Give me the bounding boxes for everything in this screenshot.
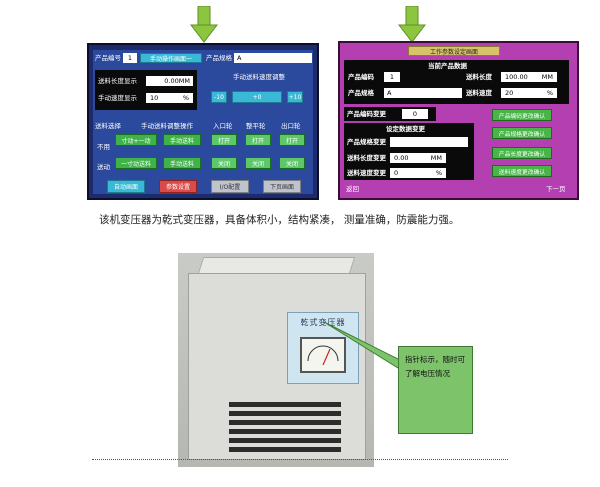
inlet-open-button[interactable]: 打开 xyxy=(211,134,237,146)
spec-label: 产品规格 xyxy=(206,54,232,62)
change-no-field[interactable]: 0 xyxy=(402,109,428,119)
feed-speed-label: 送料速度 xyxy=(466,89,492,97)
manual-speed-unit: % xyxy=(182,93,189,102)
product-no-label: 产品编码 xyxy=(348,73,374,81)
vent-slot xyxy=(229,438,341,443)
next-page-button[interactable]: 下页画面 xyxy=(263,180,301,193)
feed-select-label: 送料选择 xyxy=(95,122,121,130)
outlet-close-button[interactable]: 关闭 xyxy=(279,157,305,169)
needle-icon xyxy=(307,345,339,366)
label-plate: 乾式变压器 xyxy=(287,312,359,384)
confirm-no-button[interactable]: 产品编码更改确认 xyxy=(492,109,552,121)
next-link[interactable]: 下一页 xyxy=(546,185,566,193)
param-title-bar: 工作参数设定画面 xyxy=(408,46,500,56)
row-label-feed: 送动 xyxy=(97,163,110,171)
set-change-label: 设定数据变更 xyxy=(386,125,425,133)
back-link[interactable]: 返回 xyxy=(346,185,359,193)
current-data-label: 当前产品数据 xyxy=(428,62,467,70)
feed-speed-unit: % xyxy=(546,88,553,97)
vent-slot xyxy=(229,411,341,416)
outlet-open-button[interactable]: 打开 xyxy=(279,134,305,146)
feed-length-unit: MM xyxy=(541,72,553,81)
hmi-manual-screen: 产品编号 1 手动操作画面一 产品规格 A 送料长度显示 0.00MM 手动速度… xyxy=(87,43,319,200)
speed-plus-button[interactable]: +10 xyxy=(287,91,303,103)
product-no-label: 产品编号 xyxy=(95,54,121,62)
row-label-unused: 不用 xyxy=(97,143,110,151)
manual-feed-2-button[interactable]: 手动送料 xyxy=(163,157,201,169)
manual-feed-button[interactable]: 手动送料 xyxy=(163,134,201,146)
spec-change-field[interactable] xyxy=(390,137,468,147)
vent-slot xyxy=(229,420,341,425)
down-arrow-icon xyxy=(398,6,426,43)
jog-forward-button[interactable]: 寸动+一动 xyxy=(115,134,157,146)
auto-screen-button[interactable]: 自动画面 xyxy=(107,180,145,193)
transformer-cabinet: 乾式变压器 xyxy=(188,273,366,460)
vent-slot xyxy=(229,447,341,452)
product-no-field: 1 xyxy=(384,72,400,82)
inlet-close-button[interactable]: 关闭 xyxy=(211,157,237,169)
down-arrow-icon xyxy=(190,6,218,43)
flat-close-button[interactable]: 关闭 xyxy=(245,157,271,169)
inlet-wheel-label: 入口轮 xyxy=(213,122,233,130)
callout-line-1: 指针标示，随时可 xyxy=(405,355,465,364)
hmi-manual-panel: 产品编号 1 手动操作画面一 产品规格 A 送料长度显示 0.00MM 手动速度… xyxy=(93,50,313,194)
spec-label: 产品规格 xyxy=(348,89,374,97)
vent-slot xyxy=(229,402,341,407)
speed-change-unit: % xyxy=(435,168,442,177)
confirm-length-button[interactable]: 产品长度更改确认 xyxy=(492,147,552,159)
dotted-divider xyxy=(92,459,508,460)
jog-backward-button[interactable]: 一寸动送料 xyxy=(115,157,157,169)
length-change-label: 送料长度变更 xyxy=(347,154,386,162)
length-change-value: 0.00 xyxy=(394,153,409,162)
flat-wheel-label: 整平轮 xyxy=(246,122,266,130)
vent-slot xyxy=(229,429,341,434)
speed-minus-button[interactable]: -10 xyxy=(211,91,227,103)
length-change-field[interactable]: 0.00 MM xyxy=(390,153,446,163)
callout-pointer xyxy=(323,321,401,369)
feed-length-label: 送料长度显示 xyxy=(98,77,137,85)
feed-length-field: 0.00MM xyxy=(146,76,193,86)
outlet-wheel-label: 出口轮 xyxy=(281,122,301,130)
feed-length-field: 100.00 MM xyxy=(501,72,557,82)
callout-line-2: 了解电压情况 xyxy=(405,369,450,378)
feed-speed-field: 20 % xyxy=(501,88,557,98)
speed-change-value: 0 xyxy=(394,168,399,177)
change-no-label: 产品编码变更 xyxy=(347,110,386,118)
manual-screen-button[interactable]: 手动操作画面一 xyxy=(140,53,202,63)
manual-speed-value: 10 xyxy=(150,93,159,102)
callout-box: 指针标示，随时可 了解电压情况 xyxy=(398,346,473,434)
speed-mid-button[interactable]: +0 xyxy=(232,91,282,103)
speed-adjust-label: 手动送料速度调整 xyxy=(233,73,285,81)
length-change-unit: MM xyxy=(430,153,442,162)
transformer-caption: 该机变压器为乾式变压器，具备体积小，结构紧凑， 测量准确，防震能力强。 xyxy=(99,214,460,226)
feed-speed-value: 20 xyxy=(505,88,514,97)
hmi-param-screen: 工作参数设定画面 当前产品数据 产品编码 1 送料长度 100.00 MM 产品… xyxy=(338,41,579,200)
speed-change-label: 送料速度变更 xyxy=(347,169,386,177)
spec-field: A xyxy=(384,88,462,98)
spec-change-label: 产品规格变更 xyxy=(347,138,386,146)
plate-title: 乾式变压器 xyxy=(300,318,346,327)
flat-open-button[interactable]: 打开 xyxy=(245,134,271,146)
transformer-photo: 乾式变压器 xyxy=(178,253,374,467)
feed-length-value: 100.00 xyxy=(505,72,528,81)
spec-field[interactable]: A xyxy=(234,53,312,63)
manual-speed-label: 手动速度显示 xyxy=(98,94,137,102)
speed-change-field[interactable]: 0 % xyxy=(390,168,446,178)
confirm-spec-button[interactable]: 产品规格更改确认 xyxy=(492,127,552,139)
feed-length-label: 送料长度 xyxy=(466,73,492,81)
confirm-speed-button[interactable]: 送料速度更改确认 xyxy=(492,165,552,177)
param-settings-button[interactable]: 参数设置 xyxy=(159,180,197,193)
manual-speed-field: 10 % xyxy=(146,93,193,103)
product-no-field[interactable]: 1 xyxy=(123,53,137,63)
voltmeter-gauge xyxy=(300,337,346,373)
manual-feed-op-label: 手动送料调整操作 xyxy=(141,122,193,130)
io-config-button[interactable]: I/O配置 xyxy=(211,180,249,193)
